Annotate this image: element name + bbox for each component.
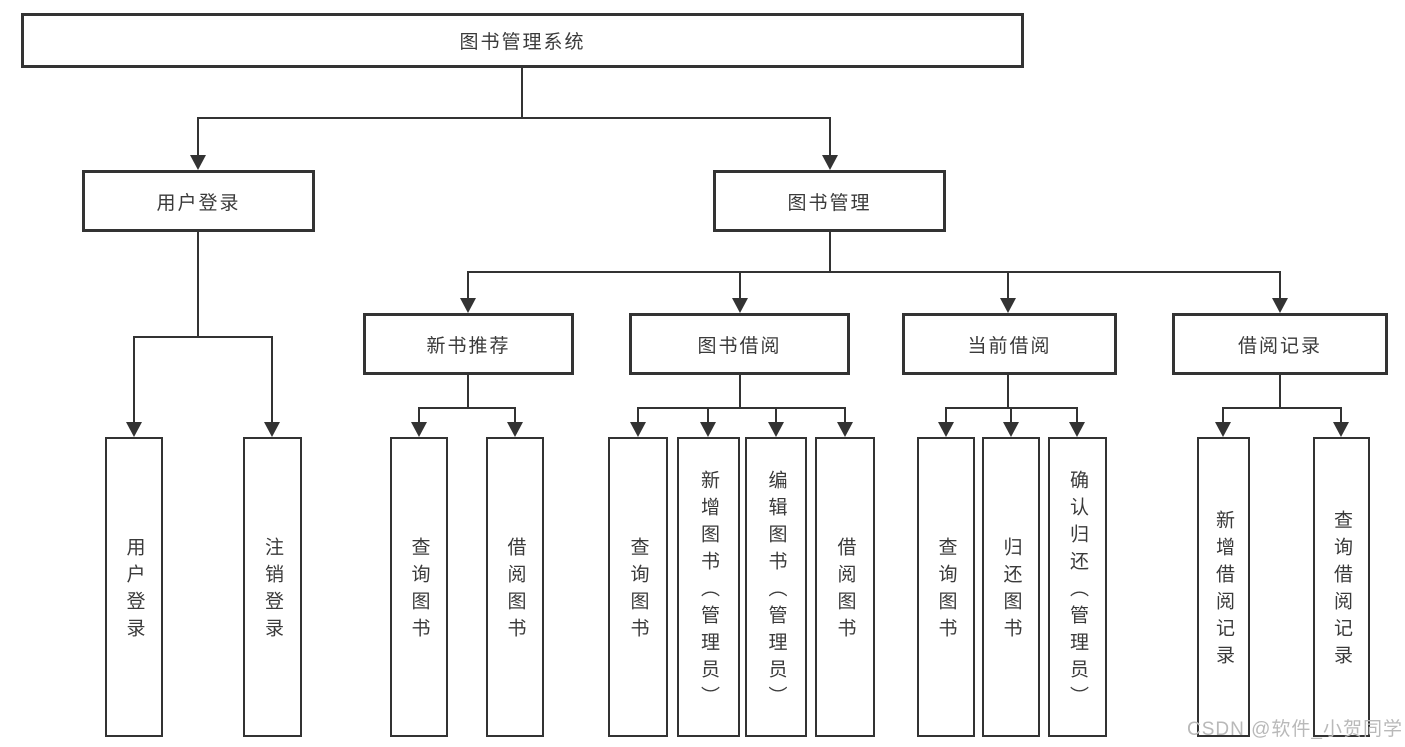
- leaf-borrow-books-recommend: 借阅图书: [486, 437, 544, 737]
- leaf-query-books-current: 查询图书: [917, 437, 975, 737]
- connector-record-drop: [1222, 407, 1224, 423]
- arrowhead-icon: [126, 422, 142, 437]
- connector-userlogin-drop: [133, 336, 135, 423]
- csdn-watermark: CSDN @软件_小贺同学: [1187, 719, 1403, 740]
- arrowhead-icon: [1272, 298, 1288, 313]
- connector-borrow-split: [637, 407, 846, 409]
- connector-borrow-drop: [707, 407, 709, 423]
- connector-newbook-split: [418, 407, 516, 409]
- leaf-borrow-books: 借阅图书: [815, 437, 875, 737]
- leaf-edit-books-admin: 编辑图书（管理员）: [745, 437, 807, 737]
- connector-newbook-drop: [514, 407, 516, 423]
- connector-current-drop: [1076, 407, 1078, 423]
- arrowhead-icon: [732, 298, 748, 313]
- arrowhead-icon: [1003, 422, 1019, 437]
- connector-borrow-drop: [844, 407, 846, 423]
- leaf-confirm-return-admin: 确认归还（管理员）: [1048, 437, 1107, 737]
- connector-borrow-drop: [775, 407, 777, 423]
- arrowhead-icon: [1215, 422, 1231, 437]
- connector-record-drop: [1340, 407, 1342, 423]
- arrowhead-icon: [507, 422, 523, 437]
- connector-root-stem: [521, 68, 523, 118]
- leaf-user-login: 用户登录: [105, 437, 163, 737]
- leaf-return-books: 归还图书: [982, 437, 1040, 737]
- node-borrow-record: 借阅记录: [1172, 313, 1388, 375]
- node-book-management: 图书管理: [713, 170, 946, 232]
- arrowhead-icon: [460, 298, 476, 313]
- node-root: 图书管理系统: [21, 13, 1024, 68]
- arrowhead-icon: [700, 422, 716, 437]
- connector-root-left-drop: [197, 117, 199, 156]
- leaf-query-books-recommend: 查询图书: [390, 437, 448, 737]
- leaf-add-books-admin: 新增图书（管理员）: [677, 437, 740, 737]
- connector-record-stem: [1279, 375, 1281, 409]
- connector-root-split: [197, 117, 831, 119]
- connector-userlogin-split: [133, 336, 273, 338]
- connector-bookmgmt-drop: [739, 271, 741, 299]
- arrowhead-icon: [630, 422, 646, 437]
- arrowhead-icon: [264, 422, 280, 437]
- arrowhead-icon: [411, 422, 427, 437]
- connector-current-stem: [1007, 375, 1009, 409]
- connector-bookmgmt-stem: [829, 232, 831, 273]
- arrowhead-icon: [822, 155, 838, 170]
- arrowhead-icon: [1000, 298, 1016, 313]
- leaf-query-borrow-record: 查询借阅记录: [1313, 437, 1370, 737]
- connector-current-drop: [1010, 407, 1012, 423]
- leaf-logout: 注销登录: [243, 437, 302, 737]
- node-book-borrow: 图书借阅: [629, 313, 850, 375]
- connector-newbook-drop: [418, 407, 420, 423]
- arrowhead-icon: [938, 422, 954, 437]
- node-user-login: 用户登录: [82, 170, 315, 232]
- connector-bookmgmt-split: [467, 271, 1281, 273]
- connector-borrow-drop: [637, 407, 639, 423]
- leaf-query-books-borrow: 查询图书: [608, 437, 668, 737]
- arrowhead-icon: [1333, 422, 1349, 437]
- connector-bookmgmt-drop: [467, 271, 469, 299]
- connector-newbook-stem: [467, 375, 469, 409]
- connector-record-split: [1222, 407, 1341, 409]
- node-new-book-recommend: 新书推荐: [363, 313, 574, 375]
- node-current-borrow: 当前借阅: [902, 313, 1117, 375]
- connector-current-drop: [945, 407, 947, 423]
- connector-borrow-stem: [739, 375, 741, 409]
- connector-root-right-drop: [829, 117, 831, 156]
- arrowhead-icon: [837, 422, 853, 437]
- leaf-add-borrow-record: 新增借阅记录: [1197, 437, 1250, 737]
- connector-bookmgmt-drop: [1279, 271, 1281, 299]
- connector-userlogin-drop: [271, 336, 273, 423]
- arrowhead-icon: [1069, 422, 1085, 437]
- connector-bookmgmt-drop: [1007, 271, 1009, 299]
- arrowhead-icon: [190, 155, 206, 170]
- arrowhead-icon: [768, 422, 784, 437]
- connector-userlogin-stem: [197, 232, 199, 338]
